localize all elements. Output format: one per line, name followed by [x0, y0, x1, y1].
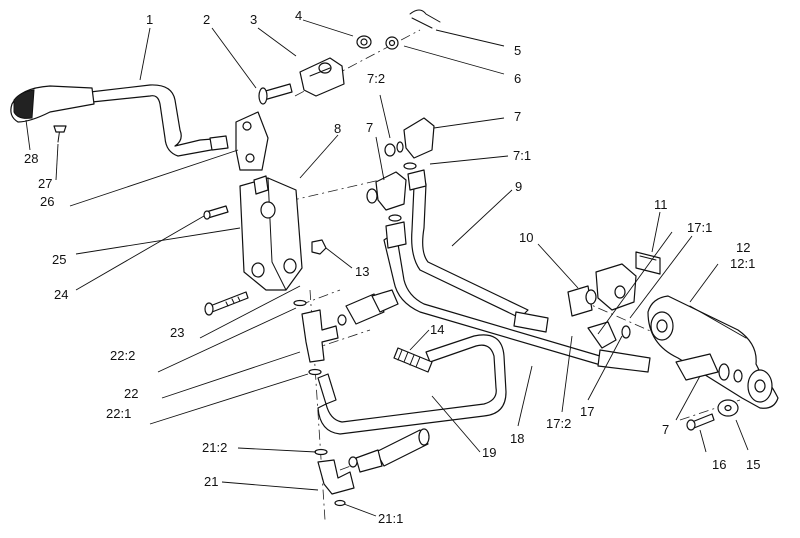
- bent-tube: [317, 334, 507, 435]
- lever-knob: [10, 85, 95, 123]
- callout-9: 9: [515, 179, 522, 194]
- callout-7-1: 7:1: [513, 148, 531, 163]
- callout-7-2: 7:2: [367, 71, 385, 86]
- callout-12-1: 12:1: [730, 256, 755, 271]
- knob-screw: [53, 125, 67, 143]
- cylinder-washer: [717, 399, 739, 417]
- clip-bracket: [635, 251, 661, 275]
- callout-22: 22: [124, 386, 138, 401]
- elbow-fitting-middle: [366, 169, 427, 222]
- callout-labels: 1 2 3 4 5 6 7 7:2 7 7:1 8 9 10 11 12 12:…: [24, 8, 760, 526]
- callout-17: 17: [580, 404, 594, 419]
- adapter-fittings: [317, 289, 430, 473]
- callout-28: 28: [24, 151, 38, 166]
- lever-mount: [299, 57, 345, 97]
- callout-7-middle: 7: [366, 120, 373, 135]
- callout-5: 5: [514, 43, 521, 58]
- mounting-bolt: [204, 291, 249, 316]
- callout-13: 13: [355, 264, 369, 279]
- elbow-fitting-bottom: [314, 448, 355, 507]
- washer: [385, 36, 399, 50]
- callout-26: 26: [40, 194, 54, 209]
- tee-fitting: [293, 299, 339, 376]
- callout-7-top: 7: [514, 109, 521, 124]
- callout-27: 27: [38, 176, 52, 191]
- callout-18: 18: [510, 431, 524, 446]
- callout-21: 21: [204, 474, 218, 489]
- hydraulic-hose-upper: [409, 179, 549, 333]
- cylinder-bolt: [686, 413, 715, 431]
- callout-19: 19: [482, 445, 496, 460]
- alignment-centerlines: [249, 29, 751, 521]
- callout-3: 3: [250, 12, 257, 27]
- control-lever: [89, 84, 229, 157]
- callout-14: 14: [430, 322, 444, 337]
- callout-24: 24: [54, 287, 68, 302]
- lever-bracket: [235, 111, 269, 171]
- threaded-fitting: [393, 347, 433, 373]
- callout-21-1: 21:1: [378, 511, 403, 526]
- callout-11: 11: [654, 197, 668, 212]
- callout-25: 25: [52, 252, 66, 267]
- callout-12: 12: [736, 240, 750, 255]
- callout-21-2: 21:2: [202, 440, 227, 455]
- callout-15: 15: [746, 457, 760, 472]
- callout-17-1: 17:1: [687, 220, 712, 235]
- callout-1: 1: [146, 12, 153, 27]
- callout-22-2: 22:2: [110, 348, 135, 363]
- callout-7-bottom: 7: [662, 422, 669, 437]
- callout-2: 2: [203, 12, 210, 27]
- callout-8: 8: [334, 121, 341, 136]
- elbow-fitting-cylinder-port: [675, 353, 743, 383]
- callout-23: 23: [170, 325, 184, 340]
- callout-22-1: 22:1: [106, 406, 131, 421]
- callout-6: 6: [514, 71, 521, 86]
- valve-nut: [311, 239, 327, 255]
- valve-screw: [203, 205, 229, 220]
- pivot-bolt: [258, 83, 293, 105]
- elbow-fitting-top: [384, 117, 435, 170]
- callout-17-2: 17:2: [546, 416, 571, 431]
- hydraulic-hose-lower: [383, 221, 651, 373]
- control-valve-body: [239, 175, 303, 291]
- callout-4: 4: [295, 8, 302, 23]
- hairpin-clip: [409, 9, 441, 29]
- elbow-fitting-cylinder: [587, 321, 631, 349]
- callout-16: 16: [712, 457, 726, 472]
- callout-10: 10: [519, 230, 533, 245]
- leader-lines: [25, 19, 749, 517]
- clevis-pin: [567, 285, 597, 317]
- hydraulic-cylinder: [647, 295, 779, 409]
- cylinder-clevis: [595, 263, 637, 311]
- bushing: [356, 35, 372, 49]
